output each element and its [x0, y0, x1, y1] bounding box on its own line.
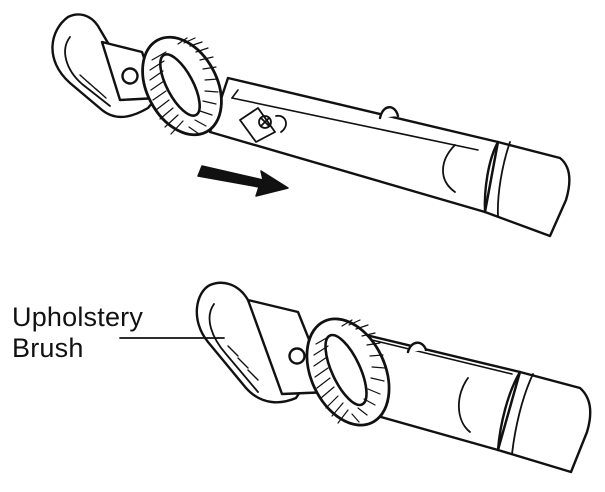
release-latch-icon [240, 108, 286, 142]
callout-label: Upholstery Brush [12, 302, 143, 364]
step-2-attached [120, 283, 590, 472]
step-1-before-attaching [52, 14, 569, 236]
bristle-ring-top [127, 24, 238, 149]
bristle-ring-bottom [291, 306, 405, 439]
upholstery-brush-bottom [197, 283, 405, 439]
crevice-tool-top [210, 78, 569, 236]
right-arrow-icon [198, 166, 288, 196]
upholstery-brush-top [52, 14, 237, 148]
callout-line-2: Brush [12, 333, 84, 363]
callout-line-1: Upholstery [12, 302, 144, 332]
